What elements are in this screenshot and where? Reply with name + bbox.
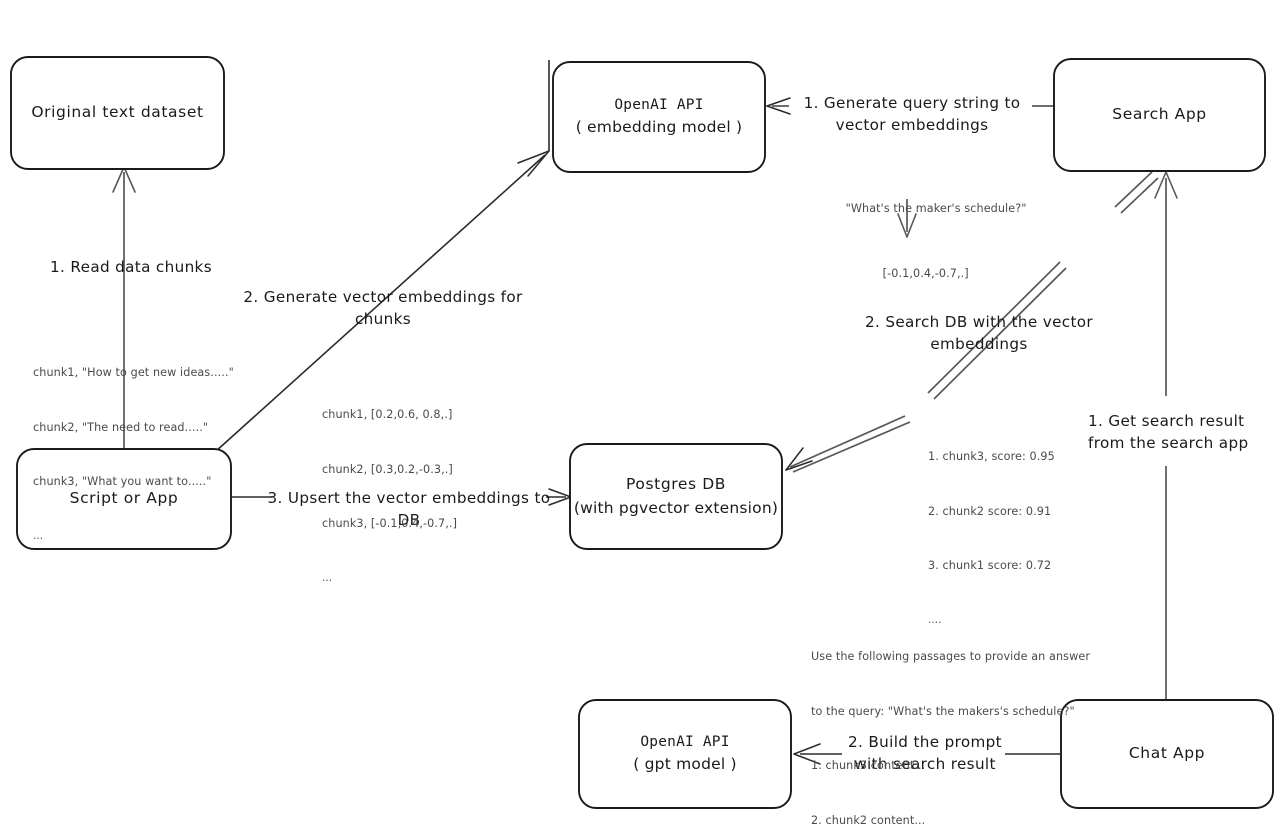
edge-read-data-chunks — [112, 166, 136, 452]
node-label-original-dataset: Original text dataset — [11, 57, 224, 169]
node-box-postgres-db[interactable] — [569, 443, 783, 550]
chunk-embeddings-line-3: chunk3, [-0.1,0.4,-0.7,.] — [322, 517, 458, 531]
search-app-text: Search App — [1112, 105, 1207, 124]
node-box-search-app[interactable] — [1053, 58, 1266, 172]
chunk-embeddings-line-2: chunk2, [0.3,0.2,-0.3,.] — [322, 462, 453, 476]
edge-label-get-search-result: 1. Get search result from the search app — [1088, 412, 1249, 453]
chunks-sample-line-4: ... — [33, 529, 44, 542]
node-box-script-or-app[interactable] — [16, 448, 232, 550]
search-results-line-4: .... — [928, 613, 942, 626]
node-box-original-dataset[interactable] — [10, 56, 225, 170]
chunks-sample-line-3: chunk3, "What you want to....." — [33, 475, 212, 489]
openai-gpt-line2: ( gpt model ) — [633, 755, 737, 774]
edge-label-generate-query-string: 1. Generate query string to vector embed… — [803, 94, 1021, 135]
openai-gpt-line1: OpenAI API — [640, 733, 730, 750]
node-box-chat-app[interactable] — [1060, 699, 1274, 809]
node-label-openai-embedding: OpenAI API ( embedding model ) — [553, 62, 765, 172]
search-results-line-1: 1. chunk3, score: 0.95 — [928, 450, 1055, 464]
node-label-script-or-app: Script or App — [17, 449, 231, 549]
annotation-query-string: "What's the maker's schedule?" — [845, 202, 1027, 216]
postgres-db-line2: (with pgvector extension) — [573, 498, 779, 517]
original-dataset-text: Original text dataset — [31, 103, 204, 122]
openai-embedding-line1: OpenAI API — [614, 96, 704, 113]
search-results-line-2: 2. chunk2 score: 0.91 — [928, 504, 1052, 518]
edge-search-db — [785, 171, 1159, 473]
annotation-search-results: 1. chunk3, score: 0.95 2. chunk2 score: … — [928, 412, 1055, 665]
node-label-openai-gpt: OpenAI API ( gpt model ) — [579, 700, 791, 808]
chunks-sample-line-2: chunk2, "The need to read....." — [33, 420, 209, 434]
prompt-template-line-4: 2. chunk2 content... — [811, 813, 926, 827]
annotation-prompt-template: Use the following passages to provide an… — [811, 612, 1090, 832]
node-label-postgres-db: Postgres DB (with pgvector extension) — [570, 444, 782, 549]
node-box-openai-embedding[interactable] — [552, 61, 766, 173]
search-results-line-3: 3. chunk1 score: 0.72 — [928, 559, 1052, 573]
postgres-db-line1: Postgres DB — [625, 475, 726, 494]
openai-embedding-line2: ( embedding model ) — [575, 118, 743, 137]
annotation-query-embedding: [-0.1,0.4,-0.7,.] — [882, 267, 969, 281]
annotation-chunks-sample: chunk1, "How to get new ideas....." chun… — [33, 328, 234, 581]
prompt-template-line-2: to the query: "What's the makers's sched… — [811, 704, 1075, 718]
prompt-template-line-1: Use the following passages to provide an… — [811, 650, 1091, 664]
node-label-search-app: Search App — [1054, 59, 1265, 171]
chunk-embeddings-line-1: chunk1, [0.2,0.6, 0.8,.] — [322, 408, 453, 422]
edge-query-to-embedding — [897, 199, 917, 238]
edge-label-read-data-chunks: 1. Read data chunks — [50, 258, 212, 276]
prompt-template-line-3: 1. chunk3 content... — [811, 759, 926, 773]
node-label-chat-app: Chat App — [1061, 700, 1273, 808]
edge-label-upsert-to-db: 3. Upsert the vector embeddings to DB — [267, 489, 551, 530]
node-box-openai-gpt[interactable] — [578, 699, 792, 809]
edge-label-generate-vector-embeddings: 2. Generate vector embeddings for chunks — [243, 288, 523, 329]
edge-build-prompt — [793, 743, 1062, 765]
script-or-app-text: Script or App — [69, 489, 179, 508]
edge-get-search-result — [1154, 171, 1178, 702]
edge-label-build-prompt: 2. Build the prompt with search result — [848, 733, 1002, 774]
annotation-chunk-embeddings: chunk1, [0.2,0.6, 0.8,.] chunk2, [0.3,0.… — [322, 370, 457, 623]
chat-app-text: Chat App — [1128, 744, 1206, 763]
edge-upsert-to-db — [231, 488, 572, 506]
edge-label-search-db: 2. Search DB with the vector embeddings — [864, 313, 1094, 354]
edge-generate-query-string — [766, 97, 1054, 115]
chunks-sample-line-1: chunk1, "How to get new ideas....." — [33, 366, 234, 380]
edge-generate-vector-embeddings — [214, 60, 550, 453]
chunk-embeddings-line-4: ... — [322, 571, 333, 584]
